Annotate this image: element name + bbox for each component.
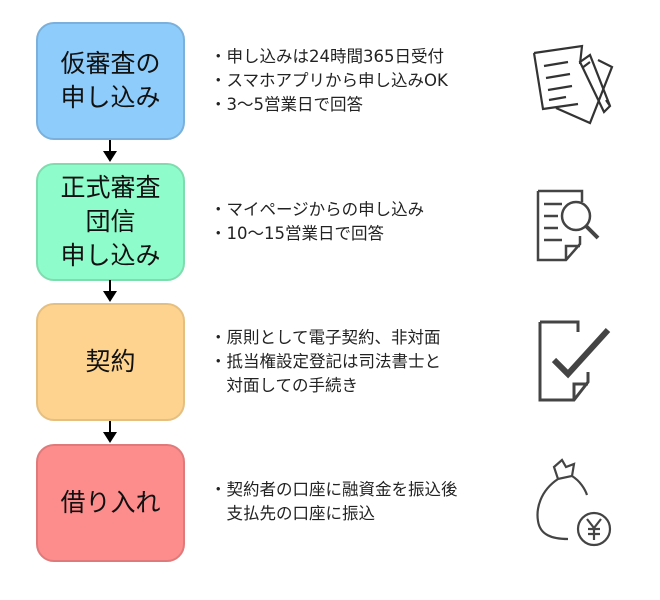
money-bag-yen-icon: [536, 458, 612, 547]
step-box-provisional-review: 仮審査の申し込み: [36, 22, 185, 140]
step-title-line: 借り入れ: [60, 488, 161, 517]
step-title-line: 団信: [85, 207, 136, 236]
step-box-formal-review: 正式審査団信申し込み: [36, 163, 185, 281]
arrow-down: [103, 421, 117, 443]
step-box-borrowing: 借り入れ: [36, 444, 185, 562]
document-check-icon: [538, 320, 611, 402]
step-bullets: ・申し込みは24時間365日受付 ・スマホアプリから申し込みOK ・3〜5営業日…: [210, 45, 448, 117]
step-title-line: 申し込み: [60, 241, 161, 270]
bullet-item: ・原則として電子契約、非対面: [210, 328, 441, 347]
step-bullets: ・原則として電子契約、非対面 ・抵当権設定登記は司法書士と 対面しての手続き: [210, 326, 441, 398]
step-title-line: 契約: [85, 347, 136, 376]
bullet-item: ・3〜5営業日で回答: [210, 95, 363, 114]
bullet-item: ・契約者の口座に融資金を振込後: [210, 480, 458, 499]
document-search-icon: [536, 189, 600, 262]
step-title-line: 申し込み: [60, 83, 161, 112]
step-box-contract: 契約: [36, 303, 185, 421]
bullet-item: ・マイページからの申し込み: [210, 200, 425, 219]
step-title-line: 仮審査の: [60, 49, 161, 78]
step-title-line: 正式審査: [60, 173, 161, 202]
bullet-item: 対面しての手続き: [210, 376, 359, 395]
bullet-item: ・申し込みは24時間365日受付: [210, 47, 444, 66]
document-pencil-icon: [532, 44, 614, 125]
step-bullets: ・マイページからの申し込み ・10〜15営業日で回答: [210, 198, 424, 246]
bullet-item: ・スマホアプリから申し込みOK: [210, 71, 448, 90]
arrow-down: [103, 280, 117, 302]
bullet-item: 支払先の口座に振込: [210, 504, 376, 523]
step-bullets: ・契約者の口座に融資金を振込後 支払先の口座に振込: [210, 478, 458, 526]
arrow-down: [103, 140, 117, 162]
bullet-item: ・抵当権設定登記は司法書士と: [210, 352, 441, 371]
bullet-item: ・10〜15営業日で回答: [210, 224, 384, 243]
